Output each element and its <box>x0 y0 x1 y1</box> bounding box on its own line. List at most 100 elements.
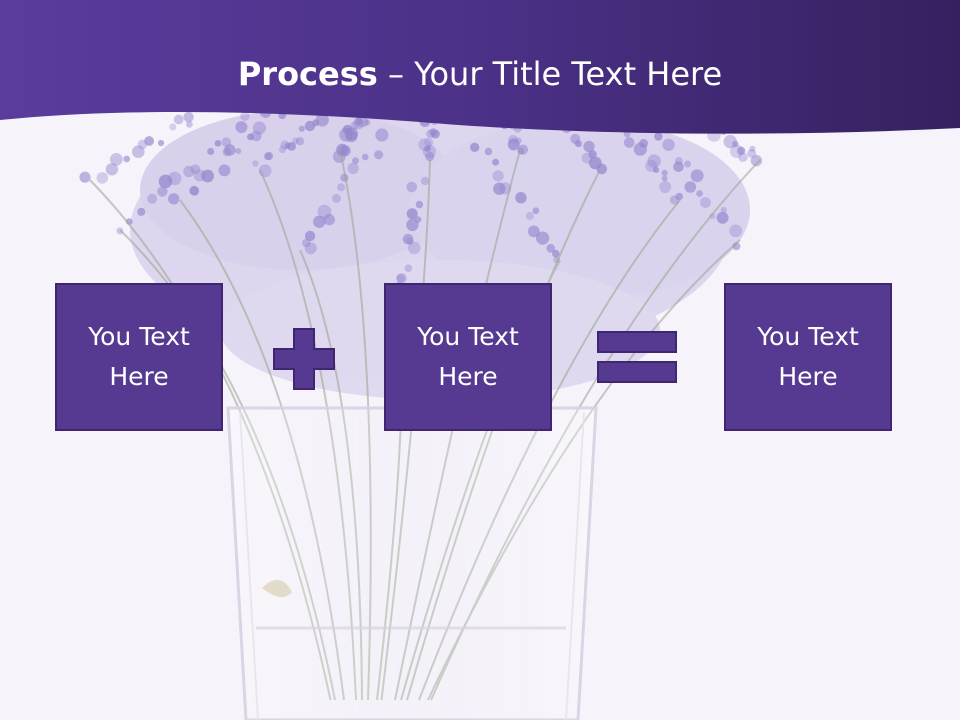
lavender-blossom <box>700 197 711 208</box>
lavender-blossom <box>250 130 262 142</box>
lavender-blossom <box>375 128 389 142</box>
lavender-blossom <box>364 119 371 126</box>
lavender-blossom <box>408 241 421 255</box>
lavender-blossom <box>675 157 683 165</box>
lavender-blossom <box>132 145 145 158</box>
lavender-blossom <box>337 183 346 192</box>
lavender-blossom <box>339 145 351 157</box>
lavender-blossom <box>536 231 550 245</box>
lavender-blossom <box>396 274 406 283</box>
lavender-blossom <box>552 249 560 258</box>
lavender-blossom <box>525 211 534 221</box>
lavender-blossom <box>304 242 317 255</box>
lavender-blossom <box>729 224 743 238</box>
lavender-blossom <box>528 225 540 238</box>
lavender-blossom <box>470 142 480 152</box>
lavender-blossom <box>137 207 146 216</box>
lavender-blossom <box>493 182 506 195</box>
lavender-blossom <box>144 136 155 146</box>
lavender-blossom <box>546 243 556 253</box>
lavender-blossom <box>492 170 504 182</box>
lavender-blossom <box>158 174 173 189</box>
lavender-blossom <box>647 154 661 168</box>
process-box-2[interactable]: You Text Here <box>384 283 552 431</box>
lavender-blossom <box>723 134 737 149</box>
lavender-blossom <box>183 165 195 178</box>
title-rest-part: – Your Title Text Here <box>377 55 723 93</box>
lavender-blossom <box>418 138 432 152</box>
lavender-blossom <box>304 230 316 242</box>
lavender-blossom <box>690 169 704 183</box>
lavender-blossom <box>661 175 668 182</box>
lavender-blossom <box>422 144 436 159</box>
lavender-blossom <box>415 200 424 209</box>
lavender-blossom <box>312 119 320 127</box>
lavender-blossom <box>623 137 635 148</box>
lavender-blossom <box>169 123 177 131</box>
lavender-blossom <box>507 138 520 151</box>
lavender-blossom <box>424 137 434 147</box>
lavender-blossom <box>287 142 296 151</box>
lavender-blossom <box>332 193 341 203</box>
lavender-blossom <box>186 121 193 128</box>
plus-icon <box>273 328 335 390</box>
lavender-blossom <box>684 160 691 168</box>
lavender-blossom <box>235 121 248 134</box>
lavender-blossom <box>352 117 365 130</box>
lavender-blossom <box>574 139 582 147</box>
slide-title: Process – Your Title Text Here <box>0 52 960 96</box>
lavender-blossom <box>167 171 182 186</box>
lavender-blossom <box>570 133 581 144</box>
lavender-blossom <box>295 137 305 146</box>
lavender-blossom <box>661 169 668 176</box>
lavender-blossom <box>684 181 697 193</box>
lavender-blossom <box>342 124 353 135</box>
lavender-blossom <box>716 211 729 224</box>
lavender-blossom <box>218 164 231 177</box>
process-box-3[interactable]: You Text Here <box>724 283 892 431</box>
lavender-blossom <box>749 145 756 152</box>
lavender-blossom <box>207 147 215 156</box>
lavender-blossom <box>406 181 418 193</box>
lavender-blossom <box>732 140 739 148</box>
lavender-blossom <box>659 181 672 193</box>
lavender-blossom <box>750 154 763 167</box>
lavender-blossom <box>515 192 527 204</box>
lavender-blossom <box>673 161 684 172</box>
lavender-blossom <box>224 144 236 156</box>
lavender-blossom <box>645 159 658 172</box>
lavender-blossom <box>737 146 746 155</box>
lavender-blossom <box>252 160 259 167</box>
lavender-blossom <box>357 116 369 128</box>
lavender-blossom <box>430 129 440 139</box>
lavender-blossom <box>729 144 744 158</box>
lavender-blossom <box>508 134 518 145</box>
process-box-1[interactable]: You Text Here <box>55 283 223 431</box>
lavender-blossom <box>280 140 290 150</box>
lavender-blossom <box>662 138 675 151</box>
lavender-blossom <box>189 186 200 196</box>
lavender-blossom <box>302 238 311 248</box>
lavender-blossom <box>214 140 222 147</box>
lavender-blossom <box>347 162 359 174</box>
lavender-blossom <box>263 152 272 161</box>
lavender-blossom <box>240 111 250 121</box>
lavender-blossom <box>313 215 326 228</box>
lavender-blossom <box>189 185 199 196</box>
lavender-blossom <box>252 121 266 135</box>
lavender-blossom <box>221 137 232 148</box>
lavender-blossom <box>315 113 329 127</box>
lavender-blossom <box>532 207 540 215</box>
lavender-blossom <box>350 121 359 131</box>
lavender-blossom <box>201 169 215 183</box>
lavender-blossom <box>235 148 242 154</box>
lavender-blossom <box>575 140 583 148</box>
lavender-blossom <box>123 155 131 163</box>
lavender-blossom <box>374 150 384 160</box>
lavender-blossom <box>406 237 414 245</box>
lavender-blossom <box>247 133 254 141</box>
lavender-blossom <box>639 138 649 148</box>
lavender-blossom <box>354 117 363 126</box>
lavender-blossom <box>588 150 597 159</box>
